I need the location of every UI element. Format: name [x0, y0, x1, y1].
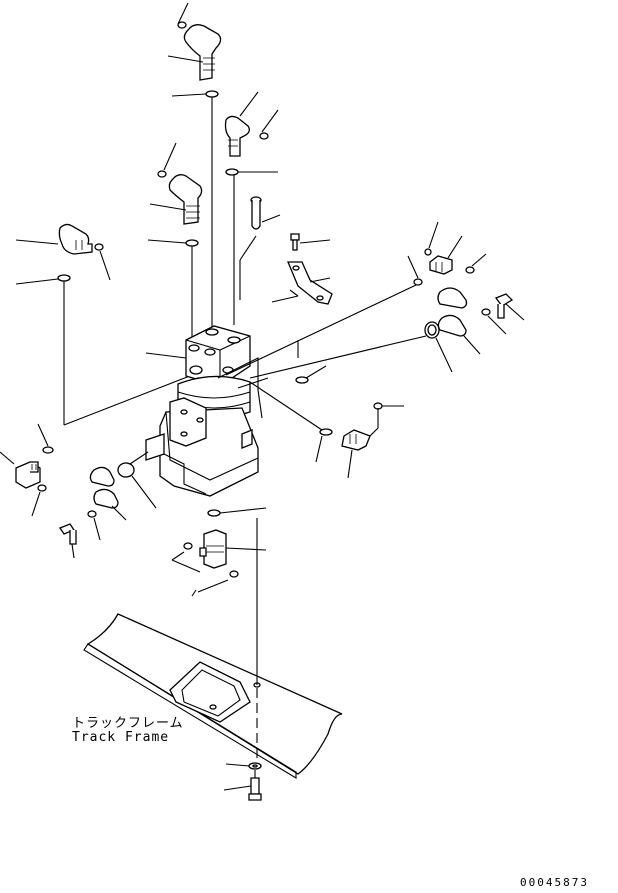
upper-right-elbow-fitting — [226, 92, 279, 156]
snap-ring — [296, 366, 326, 383]
track-frame — [84, 614, 342, 778]
left-lower-elbow-fitting — [0, 452, 46, 516]
left-split-flange-clamps — [90, 467, 126, 520]
swivel-joint-body — [146, 326, 298, 496]
oring-top — [172, 91, 218, 97]
right-lower-fitting — [250, 382, 404, 478]
left-seal-ring — [118, 452, 156, 508]
right-split-flange-clamps — [438, 288, 480, 354]
small-bolt — [291, 234, 330, 250]
oring-upper-right — [226, 169, 278, 175]
middle-elbow-fitting — [150, 143, 202, 224]
left-lower-oring — [38, 424, 53, 453]
left-bolt-and-washer — [60, 511, 100, 558]
oring-left — [16, 275, 70, 284]
track-frame-label-jp: トラックフレーム — [72, 716, 184, 731]
bottom-washer — [226, 763, 261, 769]
left-elbow-fitting — [16, 224, 110, 280]
tee-fitting — [172, 530, 266, 596]
bottom-bolt — [224, 770, 261, 800]
right-seal-ring — [250, 322, 452, 378]
track-frame-label-en: Track Frame — [72, 730, 170, 745]
drawing-number: 00045873 — [520, 876, 589, 889]
pin — [240, 197, 280, 300]
oring-middle — [148, 240, 198, 246]
right-straight-fitting — [226, 222, 486, 375]
top-elbow-fitting — [168, 3, 221, 80]
oring-bottom-center — [208, 508, 266, 516]
leader-left-diagonal — [64, 372, 200, 425]
bracket-plate — [272, 262, 332, 304]
right-bolt-and-washer — [482, 294, 524, 334]
